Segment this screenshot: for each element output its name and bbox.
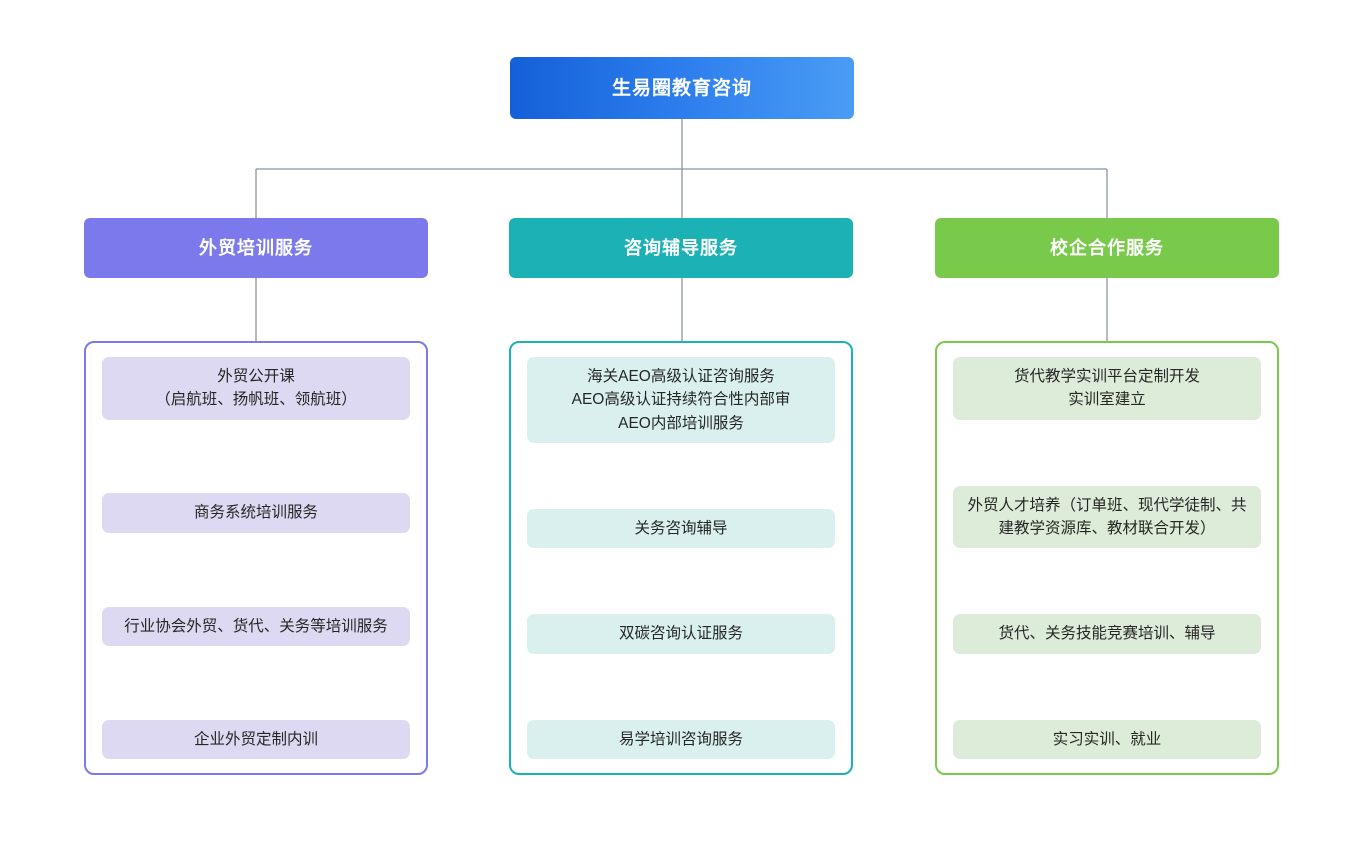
leaf-item[interactable]: 货代、关务技能竞赛培训、辅导 — [953, 614, 1261, 654]
branch-header-label-0: 外贸培训服务 — [199, 238, 313, 258]
leaf-item[interactable]: 双碳咨询认证服务 — [527, 614, 835, 654]
leaf-item[interactable]: 外贸人才培养（订单班、现代学徒制、共建教学资源库、教材联合开发） — [953, 485, 1261, 549]
leaf-item[interactable]: 商务系统培训服务 — [102, 493, 410, 533]
branch-body-0: 外贸公开课 （启航班、扬帆班、领航班） 商务系统培训服务 行业协会外贸、货代、关… — [84, 341, 428, 775]
leaf-item[interactable]: 外贸公开课 （启航班、扬帆班、领航班） — [102, 357, 410, 420]
branch-column-zixun-fudao: 咨询辅导服务 海关AEO高级认证咨询服务 AEO高级认证持续符合性内部审 AEO… — [509, 218, 853, 775]
leaf-item[interactable]: 海关AEO高级认证咨询服务 AEO高级认证持续符合性内部审 AEO内部培训服务 — [527, 357, 835, 443]
branch-header-1[interactable]: 咨询辅导服务 — [509, 218, 853, 278]
branch-header-label-1: 咨询辅导服务 — [624, 238, 738, 258]
leaf-item[interactable]: 企业外贸定制内训 — [102, 719, 410, 759]
leaf-item[interactable]: 行业协会外贸、货代、关务等培训服务 — [102, 606, 410, 646]
leaf-item[interactable]: 易学培训咨询服务 — [527, 719, 835, 759]
leaf-item[interactable]: 关务咨询辅导 — [527, 508, 835, 549]
leaf-item[interactable]: 货代教学实训平台定制开发 实训室建立 — [953, 357, 1261, 420]
branch-column-xiaoqi-hezuo: 校企合作服务 货代教学实训平台定制开发 实训室建立 外贸人才培养（订单班、现代学… — [935, 218, 1279, 775]
branch-column-waimao-peixun: 外贸培训服务 外贸公开课 （启航班、扬帆班、领航班） 商务系统培训服务 行业协会… — [84, 218, 428, 775]
branch-header-2[interactable]: 校企合作服务 — [935, 218, 1279, 278]
root-node[interactable]: 生易圈教育咨询 — [510, 57, 854, 119]
branch-header-label-2: 校企合作服务 — [1050, 238, 1164, 258]
root-node-label: 生易圈教育咨询 — [611, 77, 752, 99]
branch-body-2: 货代教学实训平台定制开发 实训室建立 外贸人才培养（订单班、现代学徒制、共建教学… — [935, 341, 1279, 775]
branch-header-0[interactable]: 外贸培训服务 — [84, 218, 428, 278]
leaf-item[interactable]: 实习实训、就业 — [953, 719, 1261, 759]
branch-body-1: 海关AEO高级认证咨询服务 AEO高级认证持续符合性内部审 AEO内部培训服务 … — [509, 341, 853, 775]
